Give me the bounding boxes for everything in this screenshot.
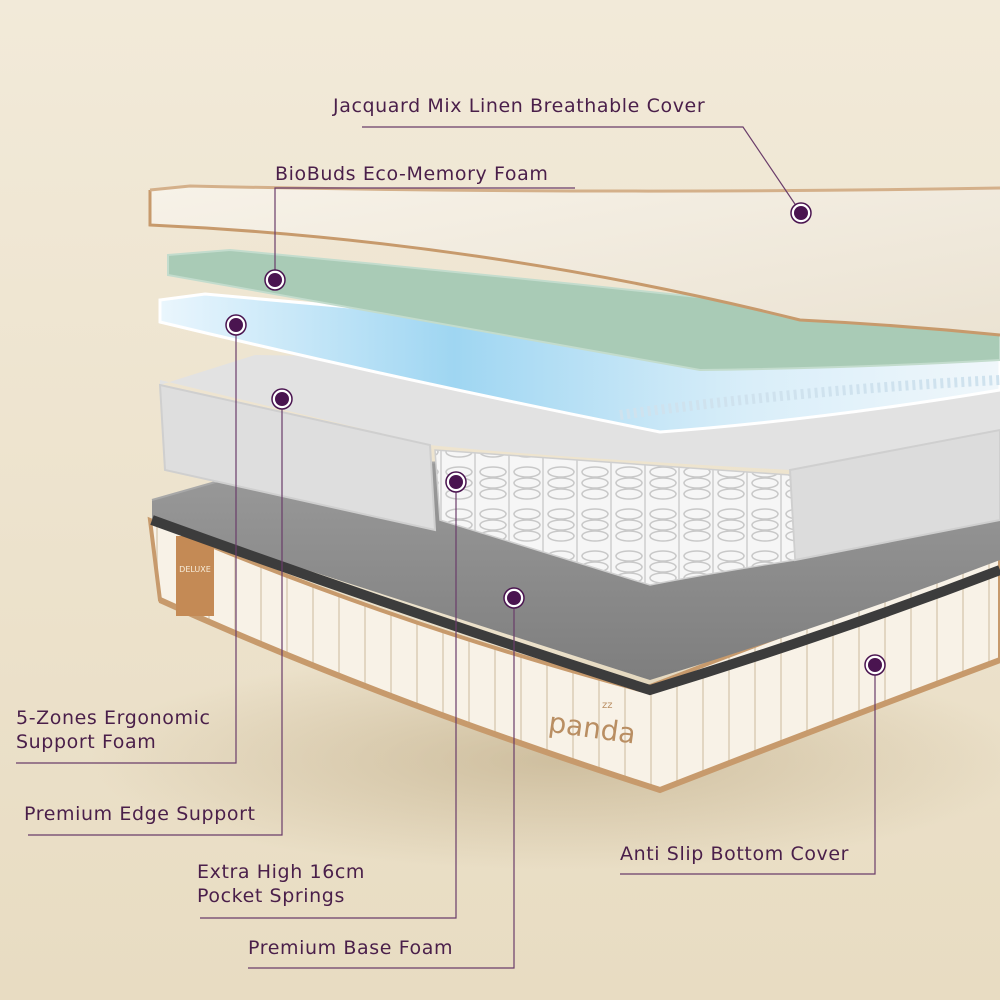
dot-marker-springs [449,475,463,489]
dot-marker-base-foam [507,591,521,605]
label-cover: Jacquard Mix Linen Breathable Cover [333,94,705,118]
label-base-foam-line-1: Premium Base Foam [248,937,454,959]
dot-marker-cover [794,206,808,220]
edge-support-left-block [158,383,437,532]
deluxe-tag [176,536,214,616]
dot-marker-zones-foam [229,318,243,332]
label-zones-foam-line-2: Support Foam [16,731,157,753]
cover-edge [148,190,1000,337]
label-memory-foam: BioBuds Eco-Memory Foam [275,162,548,186]
panda-logo-mark: zz [602,700,613,711]
label-bottom-cover-line-1: Anti Slip Bottom Cover [620,843,850,865]
leader-line-springs [200,482,457,919]
leader-line-memory-foam [274,187,575,280]
zones-foam-teeth [619,375,1000,420]
memory-foam-shape [167,248,1000,372]
dot-marker-memory-foam [268,273,282,287]
label-springs-line-2: Pocket Springs [197,885,345,907]
leader-lines [16,126,886,969]
label-memory-foam-line-1: BioBuds Eco-Memory Foam [275,163,549,185]
leader-line-bottom-cover [620,665,876,875]
dot-marker-edge-support [275,392,289,406]
leader-line-base-foam [248,598,515,969]
cover-shape [150,186,1000,335]
deluxe-tag-text: DELUXE [179,565,211,574]
label-edge-support-line-1: Premium Edge Support [24,803,256,825]
label-edge-support: Premium Edge Support [24,802,256,826]
base-foam-edge [150,515,1000,696]
pocket-springs-shape [434,449,796,586]
label-cover-line-1: Jacquard Mix Linen Breathable Cover [333,95,706,117]
leader-line-zones-foam [16,325,237,764]
dot-marker-bottom-cover [868,658,882,672]
label-zones-foam-line-1: 5-Zones Ergonomic [16,707,211,729]
leader-line-edge-support [28,399,283,836]
label-base-foam: Premium Base Foam [248,936,453,960]
bottom-cover-trim [158,597,1000,794]
leader-line-cover [362,126,802,214]
label-springs-line-1: Extra High 16cm [197,861,366,883]
label-bottom-cover: Anti Slip Bottom Cover [620,842,849,866]
